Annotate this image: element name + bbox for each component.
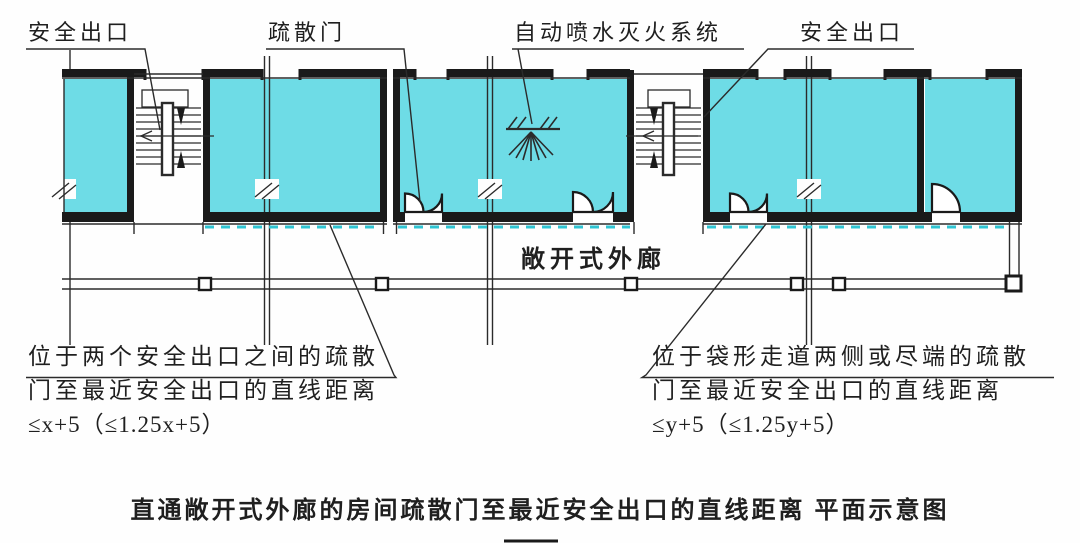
stair-stringer: [661, 101, 676, 177]
annotation-right-line1: 位于袋形走道两侧或尽端的疏散: [652, 344, 1030, 369]
thin-lines: [51, 73, 1022, 290]
double-door-3: [728, 192, 769, 214]
annotation-left-line1: 位于两个安全出口之间的疏散: [28, 344, 379, 369]
stair-stringer: [160, 101, 175, 177]
single-door: [930, 182, 962, 214]
annotation-left-formula: ≤x+5（≤1.25x+5）: [28, 412, 226, 437]
room-2: [210, 79, 380, 212]
double-door-1: [403, 192, 444, 214]
callout-exit-left: 安全出口: [28, 20, 133, 45]
callout-sprinkler-system: 自动喷水灭火系统: [514, 20, 723, 45]
stairwell-1: [136, 89, 214, 177]
annotation-left-line2: 门至最近安全出口的直线距离: [28, 378, 379, 403]
leader-exit-right: [703, 48, 914, 118]
stair-arrow-up: [177, 151, 185, 168]
callout-exit-right: 安全出口: [800, 20, 905, 45]
leader-lines: [26, 48, 1054, 379]
leader-sprinkler: [512, 48, 744, 125]
leader-exit-left: [26, 48, 161, 131]
stair-arrow-down: [650, 108, 658, 125]
section-break-lines: [69, 50, 813, 345]
stairwell-2: [626, 89, 701, 177]
callout-evacuation-door: 疏散门: [268, 20, 347, 45]
walls: [62, 69, 1022, 222]
sprinkler-icon: [506, 116, 560, 161]
leader-annotation-left: [26, 224, 398, 379]
stair-arrow-up: [650, 151, 658, 168]
annotation-right-line2: 门至最近安全出口的直线距离: [652, 378, 1003, 403]
room-fills: [64, 79, 1015, 212]
room-3: [400, 79, 627, 212]
annotation-right-formula: ≤y+5（≤1.25y+5）: [652, 412, 850, 437]
end-column: [1004, 274, 1023, 293]
annotation-right: 位于袋形走道两侧或尽端的疏散 门至最近安全出口的直线距离 ≤y+5（≤1.25y…: [652, 340, 1030, 442]
doors: [403, 182, 962, 214]
leader-evac-door: [266, 48, 421, 203]
figure-title: 直通敞开式外廊的房间疏散门至最近安全出口的直线距离 平面示意图: [130, 498, 950, 524]
railing-posts: [197, 274, 1023, 293]
leader-annotation-right: [639, 223, 1054, 379]
annotation-left: 位于两个安全出口之间的疏散 门至最近安全出口的直线距离 ≤x+5（≤1.25x+…: [28, 340, 379, 442]
stair-arrow-down: [177, 108, 185, 125]
double-door-2: [571, 190, 615, 214]
corridor-label: 敞开式外廊: [521, 247, 666, 273]
